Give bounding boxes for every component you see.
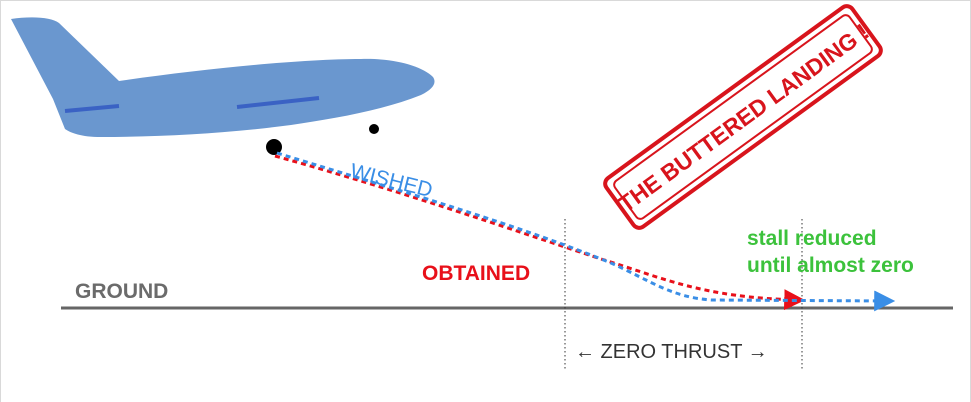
airplane-wing-stripe-main [236, 96, 320, 109]
stamp-outer-border [603, 4, 883, 230]
stall-label-line2: until almost zero [747, 254, 914, 277]
airplane-wing-stripe-rear [64, 104, 120, 113]
wished-label: WISHED [348, 160, 435, 203]
airplane-body [11, 17, 435, 137]
main-landing-gear-wheel [266, 139, 282, 155]
ground-label: GROUND [75, 280, 168, 303]
obtained-label: OBTAINED [422, 262, 530, 285]
stamp-inner-border [613, 14, 873, 220]
zero-thrust-label: ← ZERO THRUST → [575, 341, 768, 363]
buttered-landing-stamp: THE BUTTERED LANDING ! [603, 4, 883, 230]
stall-label-line1: stall reduced [747, 227, 877, 250]
nose-landing-gear-wheel [369, 124, 379, 134]
stamp-text: THE BUTTERED LANDING ! [613, 18, 873, 217]
airplane [11, 17, 435, 155]
